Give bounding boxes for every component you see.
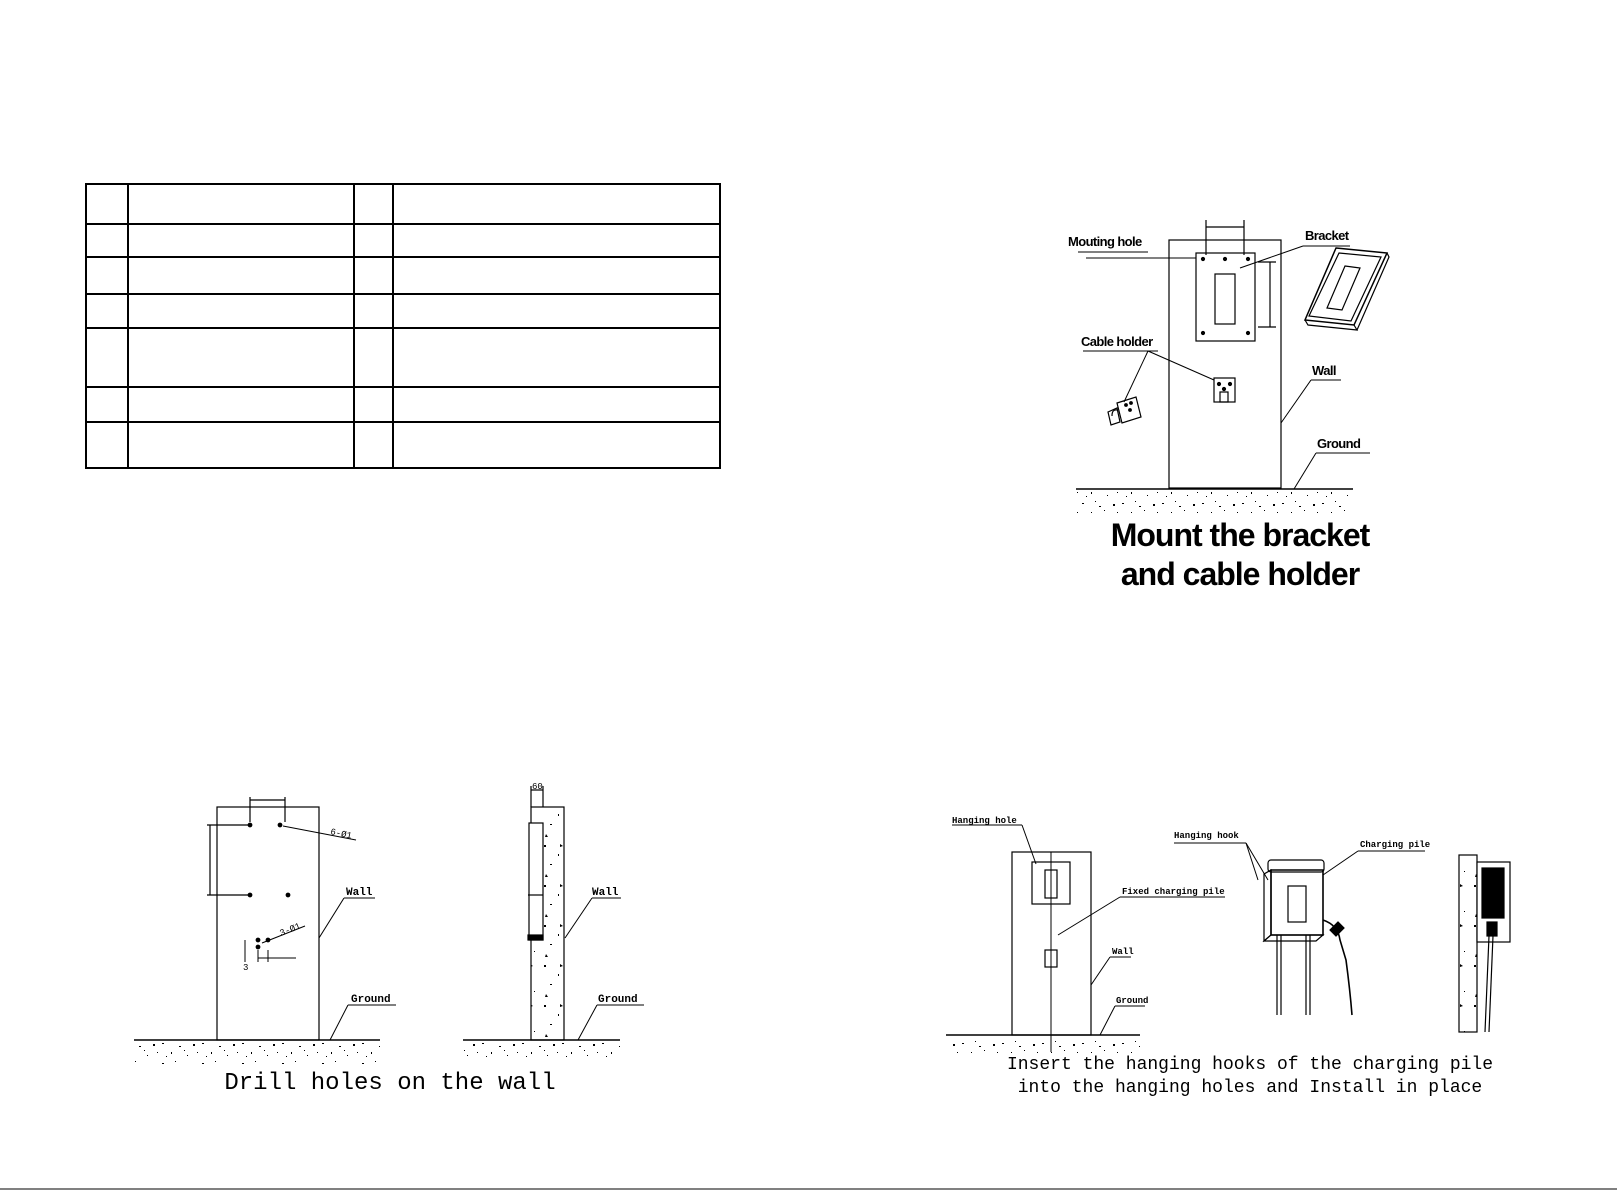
label-charging-pile: Charging pile <box>1360 840 1430 850</box>
table-cell <box>353 386 394 423</box>
table-cell <box>127 327 355 388</box>
table-cell <box>85 327 129 388</box>
caption-mount-line1: Mount the bracket <box>1110 517 1371 553</box>
table-cell <box>392 223 721 258</box>
label-mounting-hole: Mouting hole <box>1068 234 1142 249</box>
table-cell <box>127 293 355 329</box>
side-bracket <box>528 822 544 941</box>
table-cell <box>85 256 129 295</box>
label-fixed-charging-pile: Fixed charging pile <box>1122 887 1225 897</box>
table-cell <box>85 183 129 225</box>
table-cell <box>85 223 129 258</box>
label-hanging-hole: Hanging hole <box>952 816 1017 826</box>
side-ground-texture <box>463 1042 620 1060</box>
hanging-bracket <box>1031 861 1071 905</box>
table-cell <box>353 256 394 295</box>
blank-table <box>85 183 721 469</box>
table-cell <box>353 223 394 258</box>
bracket-window <box>1214 273 1236 325</box>
label-wall-side: Wall <box>592 887 619 899</box>
label-ground: Ground <box>1317 436 1361 451</box>
label-ground-front: Ground <box>351 994 391 1006</box>
dim-holes-bottom: 3-Ø1 <box>278 921 302 938</box>
table-cell <box>127 421 355 469</box>
bracket-detail <box>1303 247 1390 331</box>
dim-holes-top: 6-Ø1 <box>329 827 352 841</box>
caption-drill: Drill holes on the wall <box>224 1070 556 1097</box>
caption-mount-line2: and cable holder <box>1120 556 1360 592</box>
caption-mount: Mount the bracket and cable holder <box>1060 516 1420 594</box>
install-charger-figure <box>946 824 1511 1053</box>
label-wall: Wall <box>1312 363 1336 378</box>
wall-outline <box>1168 239 1282 489</box>
front-wall-outline <box>216 806 320 1041</box>
caption-install-line2: into the hanging holes and Install in pl… <box>1017 1078 1483 1098</box>
charging-pile-perspective <box>1262 859 1353 1016</box>
label-cable-holder: Cable holder <box>1081 334 1153 349</box>
caption-install: Insert the hanging hooks of the charging… <box>1000 1054 1500 1100</box>
label-wall-front: Wall <box>346 887 373 899</box>
ground-texture <box>1076 491 1353 513</box>
label-install-wall: Wall <box>1112 947 1134 957</box>
install-ground-texture <box>946 1037 1140 1053</box>
table-cell <box>353 183 394 225</box>
table-cell <box>127 223 355 258</box>
label-ground-side: Ground <box>598 994 638 1006</box>
table-cell <box>127 183 355 225</box>
table-cell <box>392 421 721 469</box>
label-bracket: Bracket <box>1305 228 1350 243</box>
label-hanging-hook: Hanging hook <box>1174 831 1239 841</box>
table-cell <box>85 386 129 423</box>
label-install-ground: Ground <box>1116 996 1148 1006</box>
table-cell <box>353 327 394 388</box>
dim-small: 3 <box>243 963 248 973</box>
bracket-on-wall <box>1195 252 1256 342</box>
caption-install-line1: Insert the hanging hooks of the charging… <box>1006 1055 1494 1075</box>
table-cell <box>353 293 394 329</box>
drill-holes-figure <box>134 786 644 1064</box>
table-cell <box>353 421 394 469</box>
table-cell <box>127 386 355 423</box>
table-cell <box>392 293 721 329</box>
table-cell <box>127 256 355 295</box>
front-ground-texture <box>134 1042 380 1064</box>
table-cell <box>392 386 721 423</box>
table-cell <box>85 293 129 329</box>
install-cable-holder <box>1044 949 1058 968</box>
table-cell <box>85 421 129 469</box>
cable-holder-detail <box>1107 396 1142 426</box>
table-cell <box>392 256 721 295</box>
table-cell <box>392 327 721 388</box>
install-side-wall <box>1458 854 1478 1033</box>
table-cell <box>392 183 721 225</box>
mount-bracket-figure <box>1076 220 1390 513</box>
dim-side: 60 <box>532 782 543 792</box>
